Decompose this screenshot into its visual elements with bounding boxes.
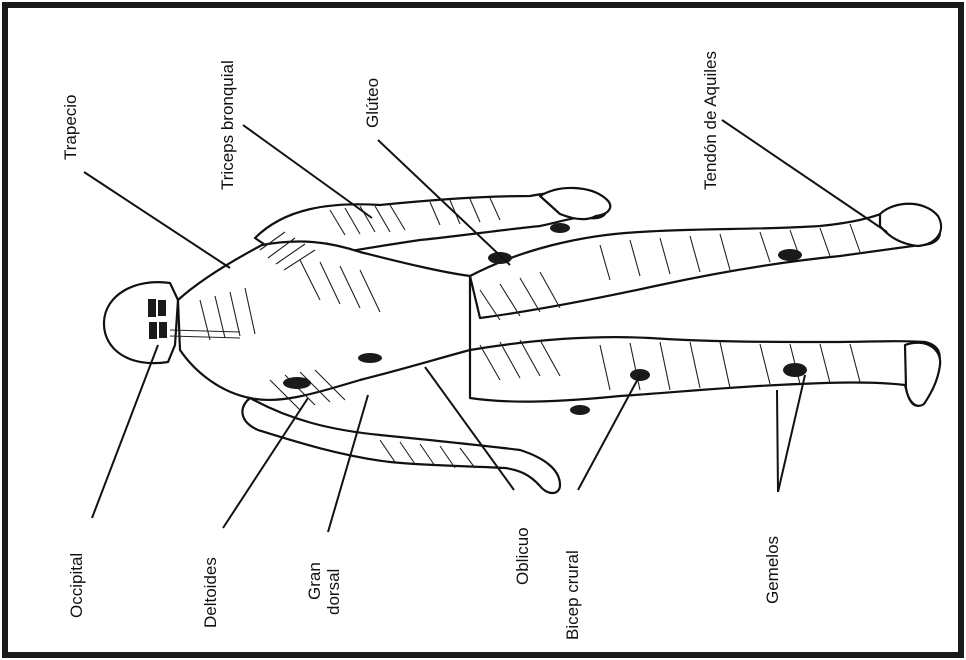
body-figure bbox=[104, 188, 941, 493]
leader-occipital bbox=[92, 345, 158, 518]
lower-arm bbox=[242, 398, 560, 493]
label-gemelos: Gemelos bbox=[763, 536, 782, 604]
label-triceps: Triceps bronquial bbox=[218, 60, 237, 190]
leader-trapecio bbox=[84, 172, 230, 268]
torso bbox=[178, 241, 470, 399]
leader-gemelos-2 bbox=[778, 375, 805, 492]
leader-dorsal bbox=[328, 395, 368, 532]
lower-leg bbox=[470, 337, 940, 405]
label-oblicuo: Oblicuo bbox=[513, 527, 532, 585]
leader-triceps bbox=[243, 125, 372, 218]
label-gran: Gran bbox=[305, 562, 324, 600]
leader-tendon bbox=[722, 120, 887, 232]
label-bicep: Bicep crural bbox=[563, 550, 582, 640]
label-occipital: Occipital bbox=[67, 553, 86, 618]
leader-gemelos-1 bbox=[777, 390, 778, 492]
label-trapecio: Trapecio bbox=[61, 94, 80, 160]
label-deltoides: Deltoides bbox=[201, 557, 220, 628]
label-gluteo: Glúteo bbox=[363, 78, 382, 128]
label-tendon: Tendón de Aquiles bbox=[701, 51, 720, 190]
label-dorsal: dorsal bbox=[324, 569, 343, 615]
lower-foot bbox=[905, 343, 940, 406]
